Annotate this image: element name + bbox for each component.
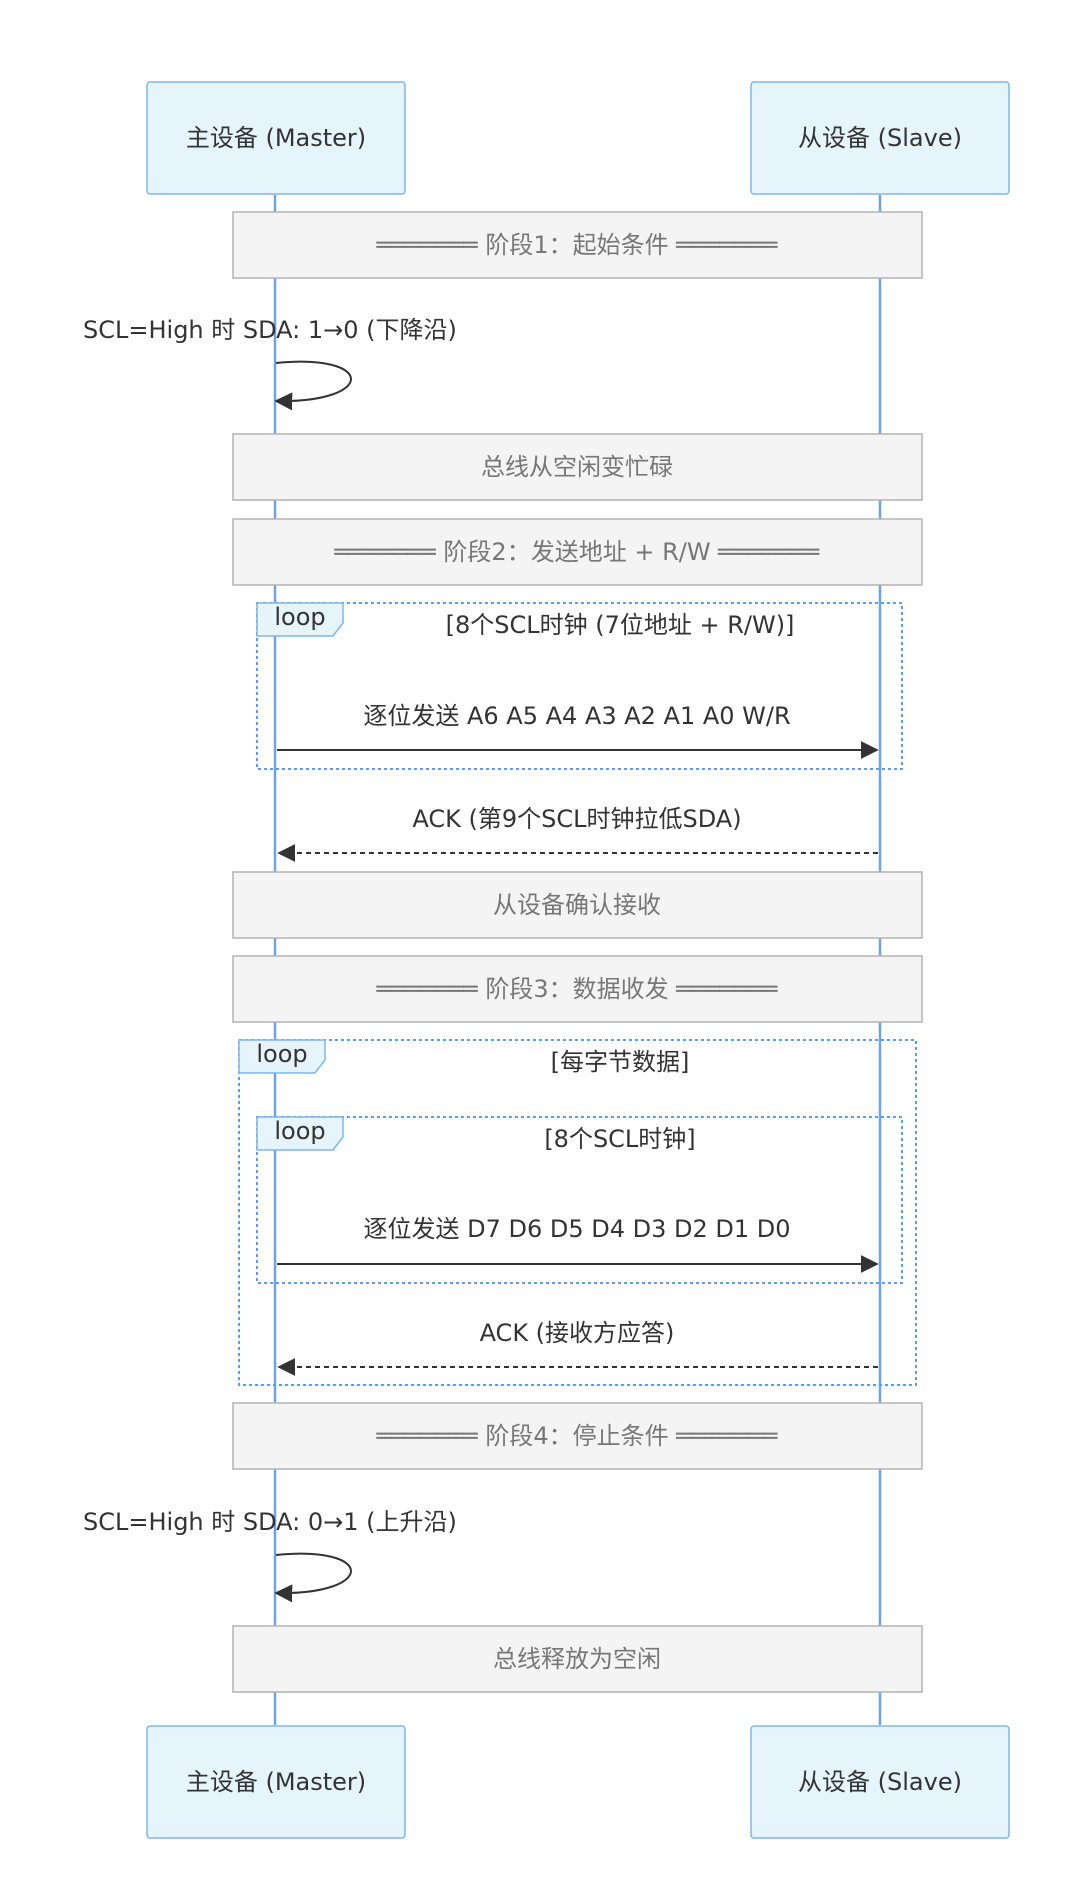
- note-phase3: ═══════ 阶段3：数据收发 ═══════: [232, 955, 923, 1023]
- actor-master-label: 主设备 (Master): [186, 1768, 366, 1796]
- loop-bits: loop [8个SCL时钟]: [256, 1116, 903, 1284]
- actor-slave-bottom: 从设备 (Slave): [750, 1725, 1010, 1839]
- message-address-bits: 逐位发送 A6 A5 A4 A3 A2 A1 A0 W/R: [277, 702, 879, 759]
- svg-text:逐位发送 D7 D6 D5 D4 D3 D2 D1 D0: 逐位发送 D7 D6 D5 D4 D3 D2 D1 D0: [363, 1215, 790, 1243]
- loop-address: loop [8个SCL时钟 (7位地址 + R/W)]: [256, 602, 903, 770]
- svg-text:总线释放为空闲: 总线释放为空闲: [493, 1645, 661, 1673]
- note-bus-idle: 总线释放为空闲: [232, 1625, 923, 1693]
- note-phase4: ═══════ 阶段4：停止条件 ═══════: [232, 1402, 923, 1470]
- svg-text:ACK (接收方应答): ACK (接收方应答): [480, 1319, 675, 1347]
- loop-label: loop: [256, 1040, 307, 1068]
- svg-text:逐位发送 A6 A5 A4 A3 A2 A1 A0 W/R: 逐位发送 A6 A5 A4 A3 A2 A1 A0 W/R: [363, 702, 790, 730]
- actor-master-label: 主设备 (Master): [186, 124, 366, 152]
- svg-text:═══════ 阶段3：数据收发 ═══════: ═══════ 阶段3：数据收发 ═══════: [376, 975, 778, 1003]
- actor-slave-top: 从设备 (Slave): [750, 81, 1010, 195]
- loop-condition: [8个SCL时钟]: [544, 1125, 695, 1153]
- message-data-ack: ACK (接收方应答): [277, 1319, 878, 1376]
- note-bus-busy: 总线从空闲变忙碌: [232, 433, 923, 501]
- svg-text:═══════ 阶段4：停止条件 ═══════: ═══════ 阶段4：停止条件 ═══════: [376, 1422, 778, 1450]
- actor-master-bottom: 主设备 (Master): [146, 1725, 406, 1839]
- loop-condition: [8个SCL时钟 (7位地址 + R/W)]: [446, 611, 795, 639]
- actor-master-top: 主设备 (Master): [146, 81, 406, 195]
- svg-text:═══════ 阶段2：发送地址 + R/W ═══════: ═══════ 阶段2：发送地址 + R/W ═══════: [334, 538, 820, 566]
- svg-text:总线从空闲变忙碌: 总线从空闲变忙碌: [481, 453, 673, 481]
- self-message-start: SCL=High 时 SDA: 1→0 (下降沿): [83, 316, 457, 411]
- svg-text:SCL=High 时 SDA: 0→1 (上升沿): SCL=High 时 SDA: 0→1 (上升沿): [83, 1508, 457, 1536]
- loop-bytes: loop [每字节数据]: [238, 1039, 917, 1386]
- loop-label: loop: [274, 1117, 325, 1145]
- message-data-bits: 逐位发送 D7 D6 D5 D4 D3 D2 D1 D0: [277, 1215, 879, 1273]
- message-address-ack: ACK (第9个SCL时钟拉低SDA): [277, 805, 878, 862]
- loop-condition: [每字节数据]: [551, 1048, 690, 1076]
- note-phase2: ═══════ 阶段2：发送地址 + R/W ═══════: [232, 518, 923, 586]
- svg-text:ACK (第9个SCL时钟拉低SDA): ACK (第9个SCL时钟拉低SDA): [412, 805, 741, 833]
- self-message-stop: SCL=High 时 SDA: 0→1 (上升沿): [83, 1508, 457, 1603]
- note-slave-confirm: 从设备确认接收: [232, 871, 923, 939]
- svg-text:═══════ 阶段1：起始条件 ═══════: ═══════ 阶段1：起始条件 ═══════: [376, 231, 778, 259]
- note-phase1: ═══════ 阶段1：起始条件 ═══════: [232, 211, 923, 279]
- loop-label: loop: [274, 603, 325, 631]
- svg-text:SCL=High 时 SDA: 1→0 (下降沿): SCL=High 时 SDA: 1→0 (下降沿): [83, 316, 457, 344]
- svg-text:从设备确认接收: 从设备确认接收: [493, 891, 661, 919]
- actor-slave-label: 从设备 (Slave): [798, 124, 962, 152]
- actor-slave-label: 从设备 (Slave): [798, 1768, 962, 1796]
